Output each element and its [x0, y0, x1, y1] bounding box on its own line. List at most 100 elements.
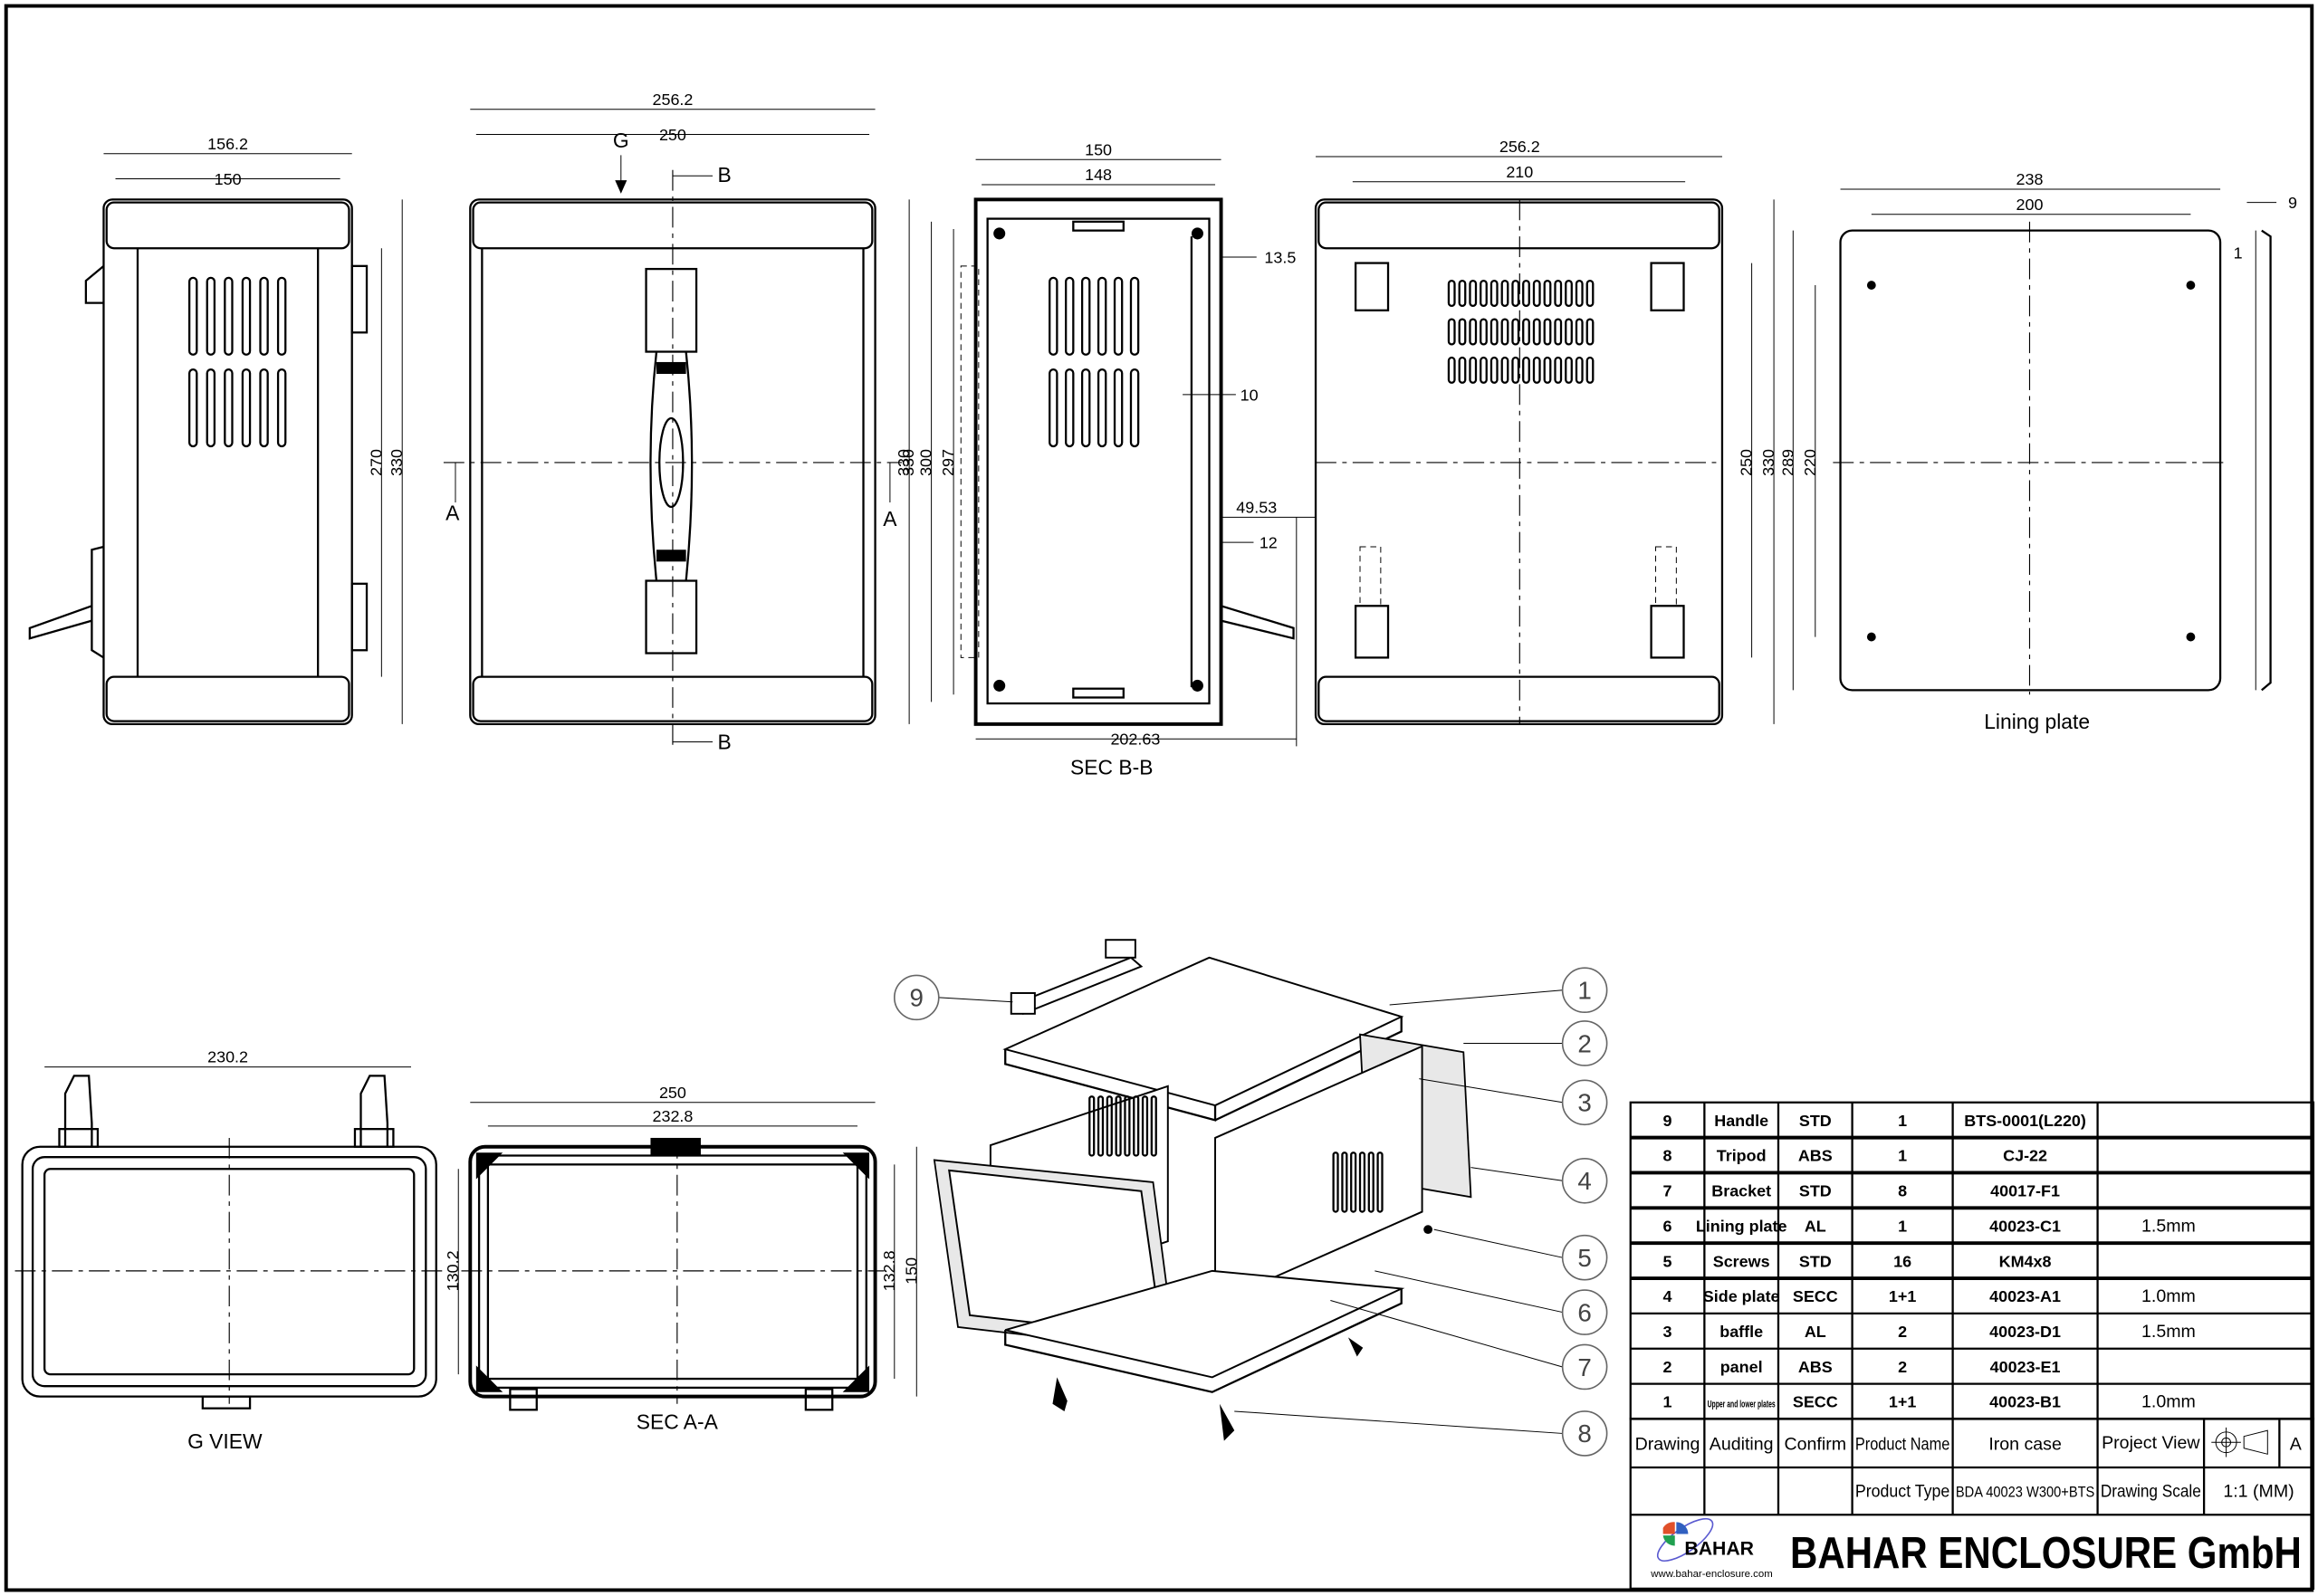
bom-cell-qty: 2 [1898, 1358, 1907, 1376]
view-label: G VIEW [187, 1429, 263, 1453]
vent-slot [1332, 1152, 1339, 1213]
dim-text: 270 [367, 449, 385, 476]
bom-cell-code: KM4x8 [1999, 1252, 2052, 1270]
callout-number: 7 [1577, 1353, 1591, 1381]
bom-cell-no: 8 [1663, 1147, 1672, 1165]
bom-cell-no: 9 [1663, 1112, 1672, 1130]
projection-symbol-icon [2211, 1427, 2268, 1457]
callout-number: 1 [1577, 977, 1591, 1005]
vent-slot [1543, 318, 1552, 346]
title-block: Drawing Auditing Confirm Product Name Ir… [1629, 1417, 2315, 1590]
leader-line [1330, 1300, 1563, 1368]
callout-number: 2 [1577, 1029, 1591, 1057]
vent-slot [1532, 280, 1541, 308]
vent-slot [1141, 1095, 1149, 1157]
vent-slot [241, 368, 252, 448]
bom-cell-note: 1.5mm [2141, 1216, 2196, 1236]
drawing-scale-label: Drawing Scale [2101, 1482, 2201, 1502]
bom-cell-material: STD [1799, 1252, 1832, 1270]
dim-text: 238 [2016, 170, 2044, 188]
vent-slot [1458, 356, 1467, 384]
vent-slot [1447, 356, 1456, 384]
bom-cell-code: BTS-0001(L220) [1964, 1112, 2086, 1130]
marker-b-top: B [717, 163, 731, 186]
dim-text: 230.2 [207, 1048, 248, 1066]
leader-line [938, 997, 1013, 1003]
view-label: SEC B-B [1070, 755, 1153, 779]
auditing-label: Auditing [1710, 1434, 1774, 1454]
bom-cell-no: 5 [1663, 1252, 1672, 1270]
bom-cell-code: 40023-A1 [1989, 1287, 2061, 1305]
dim-text: 200 [2016, 196, 2044, 214]
bom-cell-material: ABS [1798, 1358, 1833, 1376]
callout-circle [1561, 1079, 1608, 1126]
vent-slot [1049, 276, 1058, 356]
vent-slot [1080, 276, 1091, 356]
vent-slot [1049, 368, 1058, 448]
vent-slot [1469, 280, 1478, 308]
dim-text: 12 [1260, 534, 1278, 552]
marker-a-left: A [445, 502, 460, 525]
leader-line [1470, 1167, 1563, 1181]
drawing-scale-value: 1:1 (MM) [2223, 1482, 2294, 1502]
dim-text: 330 [388, 449, 406, 476]
bom-cell-qty: 1 [1898, 1112, 1907, 1130]
vent-slot [1080, 368, 1091, 448]
dim-text: 148 [1085, 166, 1112, 184]
dim-text: 297 [939, 449, 957, 476]
section-a-a: 250 232.8 132.8 150 SEC A-A [461, 1084, 920, 1434]
dim-text: 132.8 [880, 1250, 898, 1291]
vent-slot [1447, 280, 1456, 308]
bom-cell-qty: 1+1 [1889, 1287, 1916, 1305]
callout-circle [1561, 967, 1608, 1014]
bom-cell-no: 1 [1663, 1393, 1672, 1411]
handle-icon [645, 267, 698, 353]
bom-cell-no: 4 [1663, 1287, 1672, 1305]
dim-text: 250 [1738, 449, 1756, 476]
vent-slot [1458, 280, 1467, 308]
bom-cell-note: 1.0mm [2141, 1392, 2196, 1412]
leader-line [1433, 1228, 1563, 1258]
vent-slot [276, 368, 287, 448]
bom-cell-name: Upper and lower plates [1708, 1400, 1776, 1410]
bom-cell-material: STD [1799, 1182, 1832, 1200]
vent-slot [1129, 368, 1140, 448]
leader-line [1234, 1410, 1563, 1434]
side-view: 156.2 150 270 330 [28, 135, 406, 726]
vent-slot [1511, 280, 1520, 308]
callout-number: 5 [1577, 1244, 1591, 1272]
vent-slot [1376, 1152, 1384, 1213]
dim-text: 232.8 [652, 1107, 693, 1125]
bom-cell-code: CJ-22 [2003, 1147, 2047, 1165]
bom-cell-note: 1.0mm [2141, 1286, 2196, 1306]
vent-slot [1532, 356, 1541, 384]
callout-circle [1561, 1157, 1608, 1204]
vent-slot [1554, 280, 1563, 308]
vent-slot [1124, 1095, 1131, 1157]
callout-number: 6 [1577, 1298, 1591, 1326]
bom-cell-code: 40023-E1 [1990, 1358, 2061, 1376]
callout-number: 8 [1577, 1419, 1591, 1448]
dim-text: 250 [659, 1084, 686, 1102]
vent-slot [1150, 1095, 1157, 1157]
view-label: SEC A-A [637, 1410, 719, 1434]
dim-text: 256.2 [652, 91, 693, 109]
company-name: BAHAR ENCLOSURE GmbH [1790, 1529, 2302, 1578]
callout-circle [1561, 1289, 1608, 1335]
bom-cell-material: AL [1805, 1323, 1826, 1341]
vent-slots [187, 276, 287, 448]
product-type-value: BDA 40023 W300+BTS [1956, 1485, 2095, 1501]
callout-circle [1561, 1410, 1608, 1457]
vent-slot [1065, 368, 1075, 448]
bom-cell-no: 2 [1663, 1358, 1672, 1376]
vent-slot [1469, 318, 1478, 346]
vent-slot [1065, 276, 1075, 356]
bom-cell-code: 40017-F1 [1990, 1182, 2060, 1200]
bom-cell-no: 6 [1663, 1217, 1672, 1235]
vent-slot [1447, 318, 1456, 346]
back-view: 210 256.2 250 330 [1314, 138, 1777, 726]
vent-slot [187, 368, 198, 448]
vent-slot [1575, 318, 1584, 346]
dim-text: 130.2 [444, 1250, 462, 1291]
